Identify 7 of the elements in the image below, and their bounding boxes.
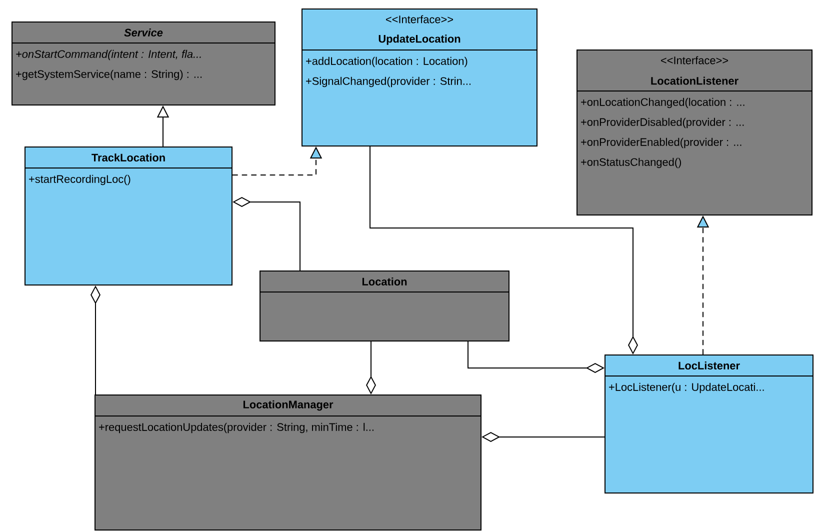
class-box: LocListener +LocListener(u : UpdateLocati...: [604, 354, 814, 494]
class-box: TrackLocation +startRecordingLoc(): [24, 146, 232, 286]
class-box: Service +onStartCommand(intent : Intent, fla... +getSystemService(name : String) : ...: [12, 22, 276, 106]
class-box: <<Interface>> LocationListener +onLocationChanged(location : ... +onProviderDisabled(provider : ... +onProviderEnabled(provider : ... +onStatusChanged(): [576, 50, 812, 216]
class-box: <<Interface>> UpdateLocation +addLocation(location : Location) +SignalChanged(provider : Strin...: [302, 8, 538, 146]
class-box: Location: [260, 270, 510, 342]
class-box: LocationManager +requestLocationUpdates(provider : String, minTime : l...: [94, 394, 482, 530]
